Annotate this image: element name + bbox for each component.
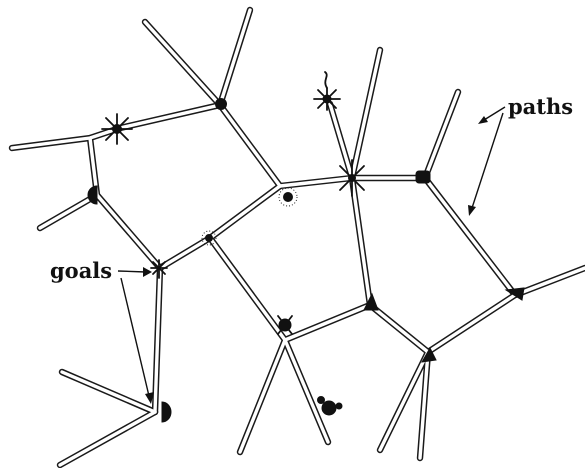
goal-blob-lower-center <box>278 316 292 334</box>
goal-block-right <box>416 171 430 183</box>
paths-arrow-lower <box>472 113 503 208</box>
path-network <box>12 10 585 465</box>
goal-blob-center <box>279 188 297 206</box>
annotation-goals: goals <box>50 258 154 404</box>
goals-label: goals <box>50 258 112 283</box>
paths-arrowhead-lower <box>468 205 476 216</box>
path-interiors <box>12 10 585 465</box>
goals-arrow-right <box>118 271 146 272</box>
goal-star-goals-junction <box>151 260 167 278</box>
path-outlines <box>12 10 585 465</box>
paths-label: paths <box>508 94 573 119</box>
goals-arrow-down <box>121 278 149 396</box>
annotation-paths: paths <box>468 94 573 216</box>
goal-blob-top <box>216 99 227 110</box>
goal-star-upper-left <box>102 114 132 144</box>
goal-blob-lower-middle <box>318 397 343 416</box>
paths-arrowhead-upper <box>478 116 488 124</box>
goal-star-top-center <box>314 72 340 110</box>
goal-blob-bottom-left <box>162 402 171 422</box>
